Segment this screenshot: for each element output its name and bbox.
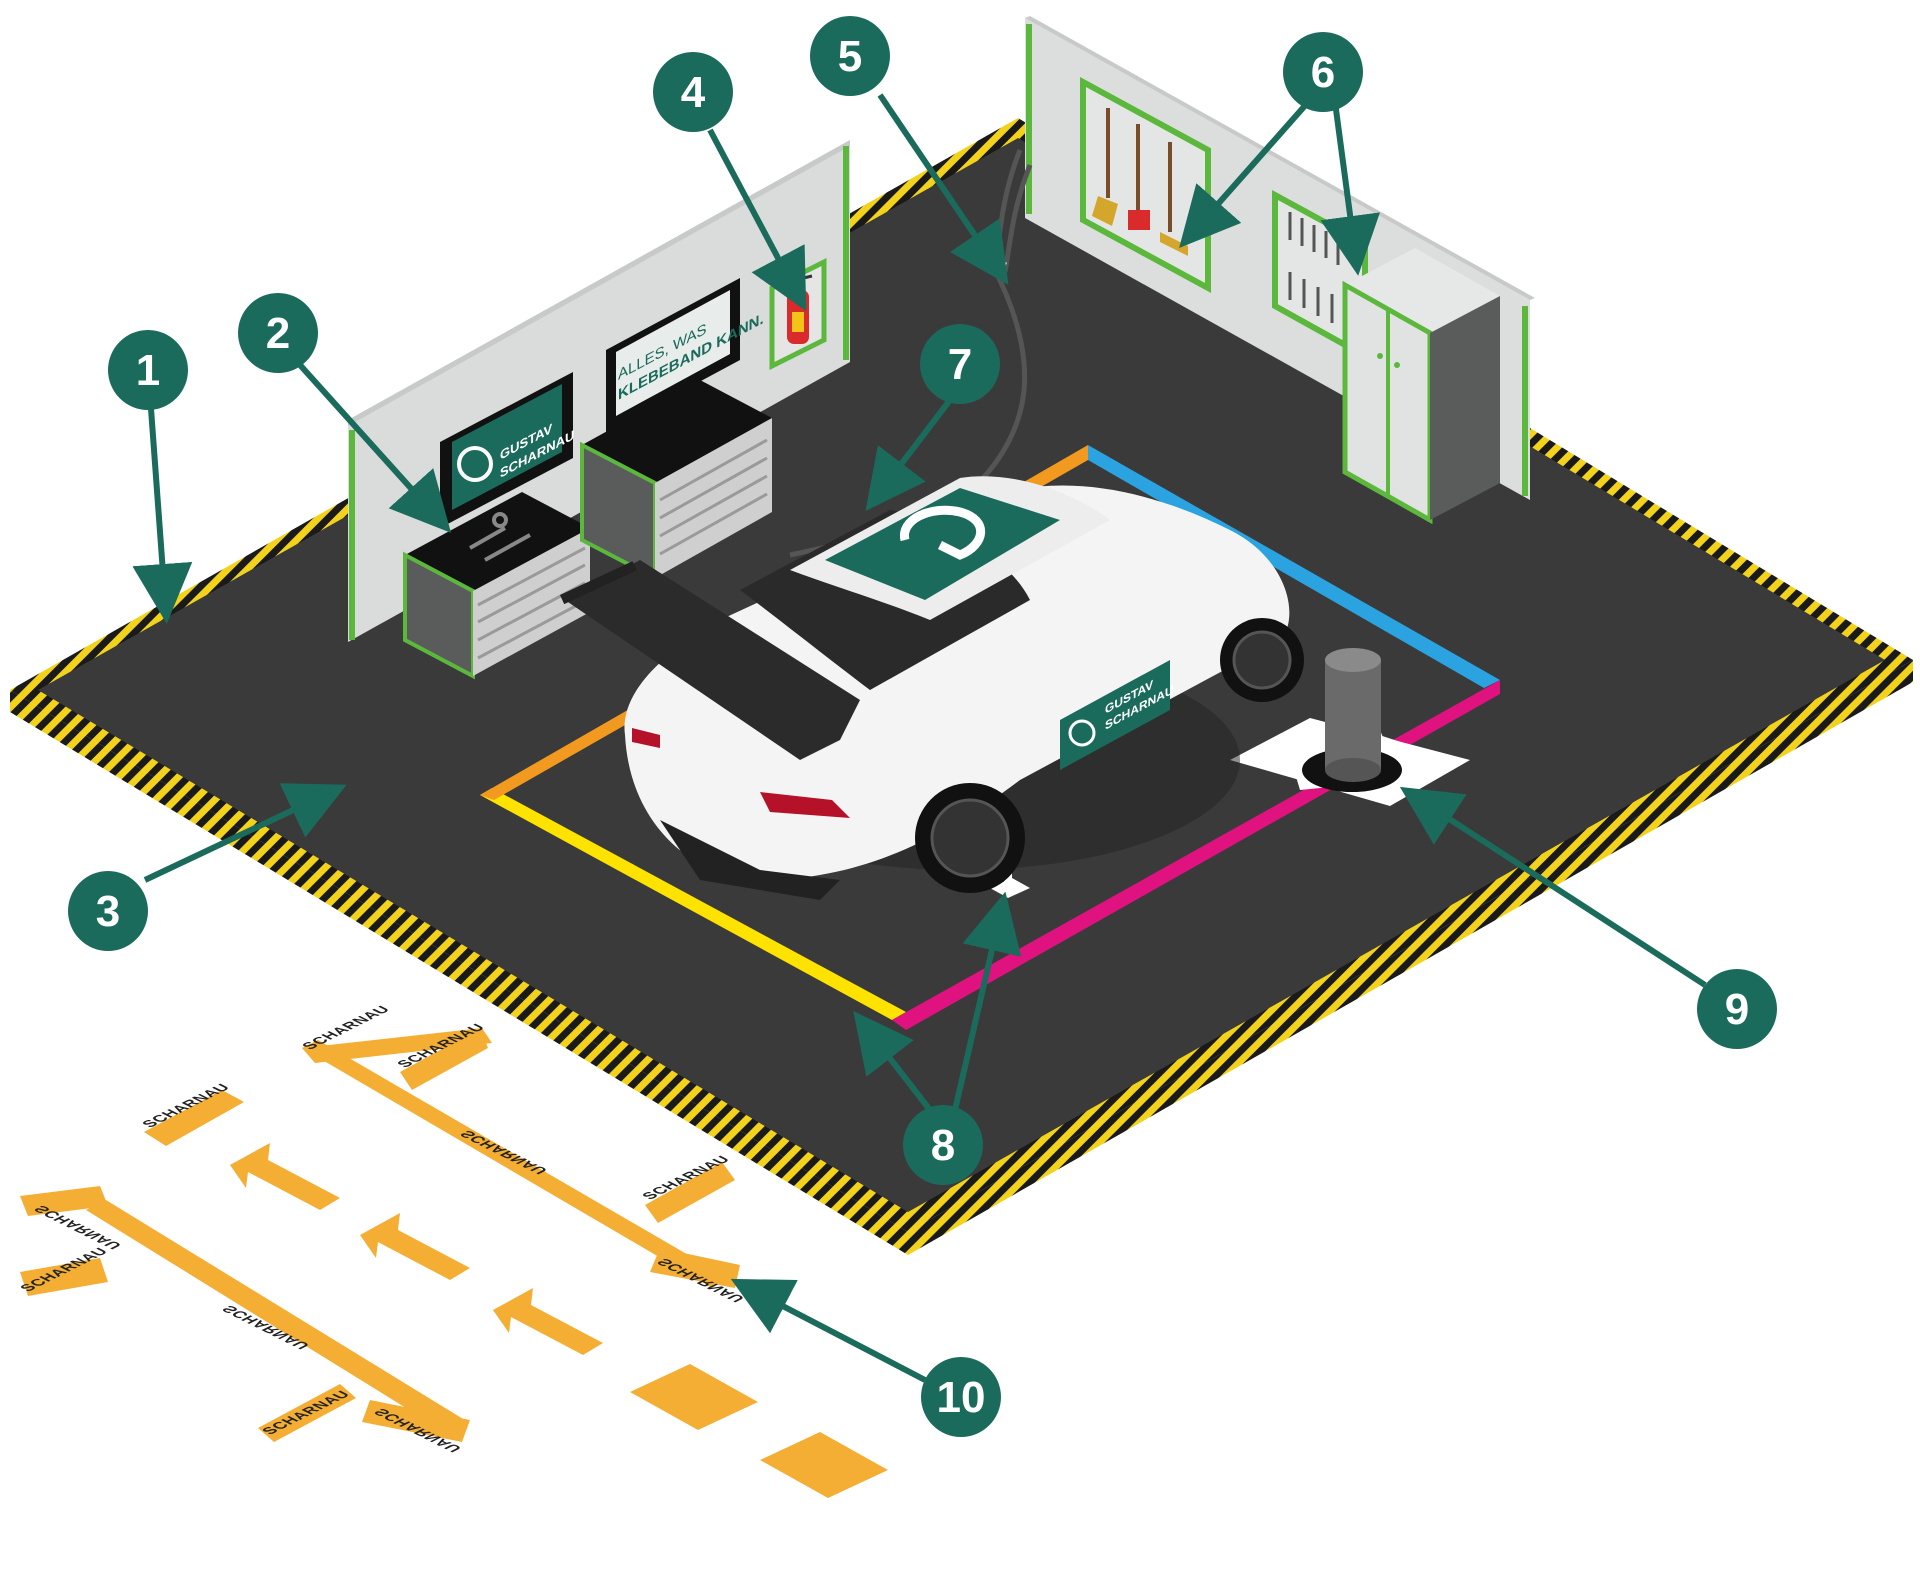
tape-label-10: SCHARNAU [258, 1389, 354, 1437]
cleaning-tools-board [1080, 76, 1211, 294]
svg-text:10: 10 [937, 1373, 986, 1422]
race-car: GUSTAV SCHARNAU [559, 476, 1304, 900]
svg-text:9: 9 [1725, 985, 1749, 1034]
marker-8: 8 [903, 1105, 983, 1185]
marker-6: 6 [1283, 32, 1363, 112]
storage-cabinet [1342, 248, 1500, 525]
marker-7: 7 [920, 324, 1000, 404]
marker-9: 9 [1697, 969, 1777, 1049]
svg-text:5: 5 [838, 32, 862, 81]
svg-text:6: 6 [1311, 48, 1335, 97]
svg-text:1: 1 [136, 346, 160, 395]
back-left-wall [348, 140, 850, 642]
svg-text:7: 7 [948, 340, 972, 389]
svg-text:4: 4 [681, 68, 706, 117]
marker-10: 10 [921, 1357, 1001, 1437]
svg-text:8: 8 [931, 1121, 955, 1170]
tool-cabinet-left [403, 492, 590, 680]
logo-wall-sign: GUSTAV SCHARNAU [440, 372, 574, 528]
marker-5: 5 [810, 16, 890, 96]
marker-3: 3 [68, 871, 148, 951]
svg-text:2: 2 [266, 309, 290, 358]
tape-label-3: SCHARNAU [456, 1128, 552, 1176]
marker-2: 2 [238, 293, 318, 373]
floor-tape-markings [20, 1028, 888, 1498]
marker-1: 1 [108, 330, 188, 410]
oil-barrel [1230, 648, 1470, 806]
svg-text:3: 3 [96, 887, 120, 936]
tool-cabinet-right [580, 380, 772, 582]
callout-arrows [132, 93, 1707, 1383]
marker-4: 4 [653, 52, 733, 132]
